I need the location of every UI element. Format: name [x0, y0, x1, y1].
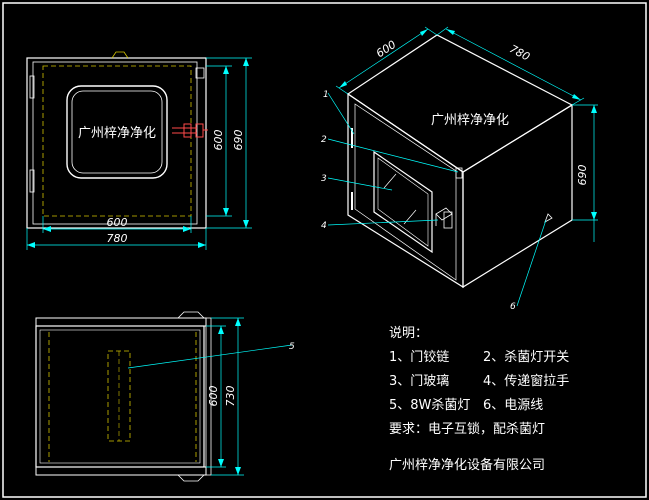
top-view-dim-outer: 730	[224, 386, 237, 407]
front-view-window-inner	[71, 90, 163, 174]
legend-item-4: 4、传递窗拉手	[483, 373, 569, 389]
iso-glass-reflection-1	[383, 173, 397, 189]
front-view-brand-label: 广州梓净净化	[78, 126, 156, 141]
iso-handle	[435, 207, 453, 229]
legend-item-3: 3、门玻璃	[389, 374, 449, 389]
top-view-inner-wall	[39, 329, 201, 464]
iso-callout-2: 2	[321, 135, 327, 145]
iso-window-inner	[377, 157, 429, 247]
iso-switch	[455, 167, 463, 179]
top-view-dims: 600 730	[206, 317, 244, 476]
iso-callout-4: 4	[321, 221, 327, 231]
legend: 说明： 1、门铰链 2、杀菌灯开关 3、门玻璃 4、传递窗拉手 5、8W杀菌灯 …	[389, 326, 569, 473]
front-view-door	[32, 61, 198, 225]
front-view-dim-width-inner: 600	[107, 216, 128, 229]
front-view-body	[26, 57, 207, 229]
top-view-handle-top	[177, 311, 205, 319]
legend-item-2: 2、杀菌灯开关	[483, 350, 569, 365]
iso-view: 广州梓净净化 600 780 690	[321, 26, 598, 312]
front-view-dim-width: 600 780	[26, 216, 207, 250]
top-view: 5 600 730	[35, 311, 295, 482]
front-view-dim-width-outer: 780	[107, 232, 128, 245]
front-view-handle	[172, 123, 208, 138]
legend-title: 说明：	[389, 326, 428, 341]
front-view-switch	[195, 67, 205, 79]
legend-requirement: 要求：电子互锁，配杀菌灯	[389, 421, 545, 437]
top-view-handle-bottom	[177, 474, 205, 482]
front-view-inner-chamber	[42, 65, 192, 217]
iso-brand-label: 广州梓净净化	[431, 113, 509, 128]
iso-dim-depth: 600	[335, 26, 438, 95]
top-view-bottom-flange	[35, 466, 207, 476]
iso-callout-6: 6	[510, 302, 516, 312]
top-view-side-panel	[205, 317, 212, 476]
iso-glass-reflection-2	[403, 209, 417, 225]
iso-window-outer	[373, 150, 433, 254]
iso-callout-3: 3	[321, 174, 327, 184]
legend-item-5: 5、8W杀菌灯	[389, 398, 470, 413]
legend-item-1: 1、门铰链	[389, 350, 449, 365]
iso-power-cord	[544, 213, 553, 223]
front-view-dim-height: 600 690	[206, 57, 252, 229]
iso-right-face	[462, 103, 573, 289]
iso-dim-width-label: 780	[507, 42, 532, 63]
iso-door-frame	[354, 103, 457, 281]
front-view-dim-height-outer: 690	[232, 130, 245, 151]
front-view-hinge-bottom	[29, 169, 35, 193]
iso-callouts: 1 2 3 4 6	[321, 90, 547, 312]
front-view: 广州梓净净化 600 690 6	[26, 51, 252, 250]
top-view-callout-leader	[127, 344, 293, 369]
top-view-dim-inner: 600	[207, 386, 220, 407]
legend-item-6: 6、电源线	[483, 398, 543, 413]
iso-dim-height-label: 690	[576, 165, 589, 186]
top-view-body	[35, 325, 205, 468]
front-view-hinge-top	[29, 75, 35, 99]
iso-dim-width: 780	[436, 26, 585, 106]
front-view-window-outer	[66, 85, 168, 179]
front-view-top-lamp	[111, 51, 129, 59]
top-view-callout-5: 5	[289, 342, 295, 352]
top-view-top-flange	[35, 317, 207, 327]
iso-callout-1: 1	[323, 90, 329, 100]
company-name: 广州梓净净化设备有限公司	[389, 457, 545, 473]
iso-dim-height: 690	[572, 104, 598, 242]
front-view-dim-height-inner: 600	[212, 130, 225, 151]
